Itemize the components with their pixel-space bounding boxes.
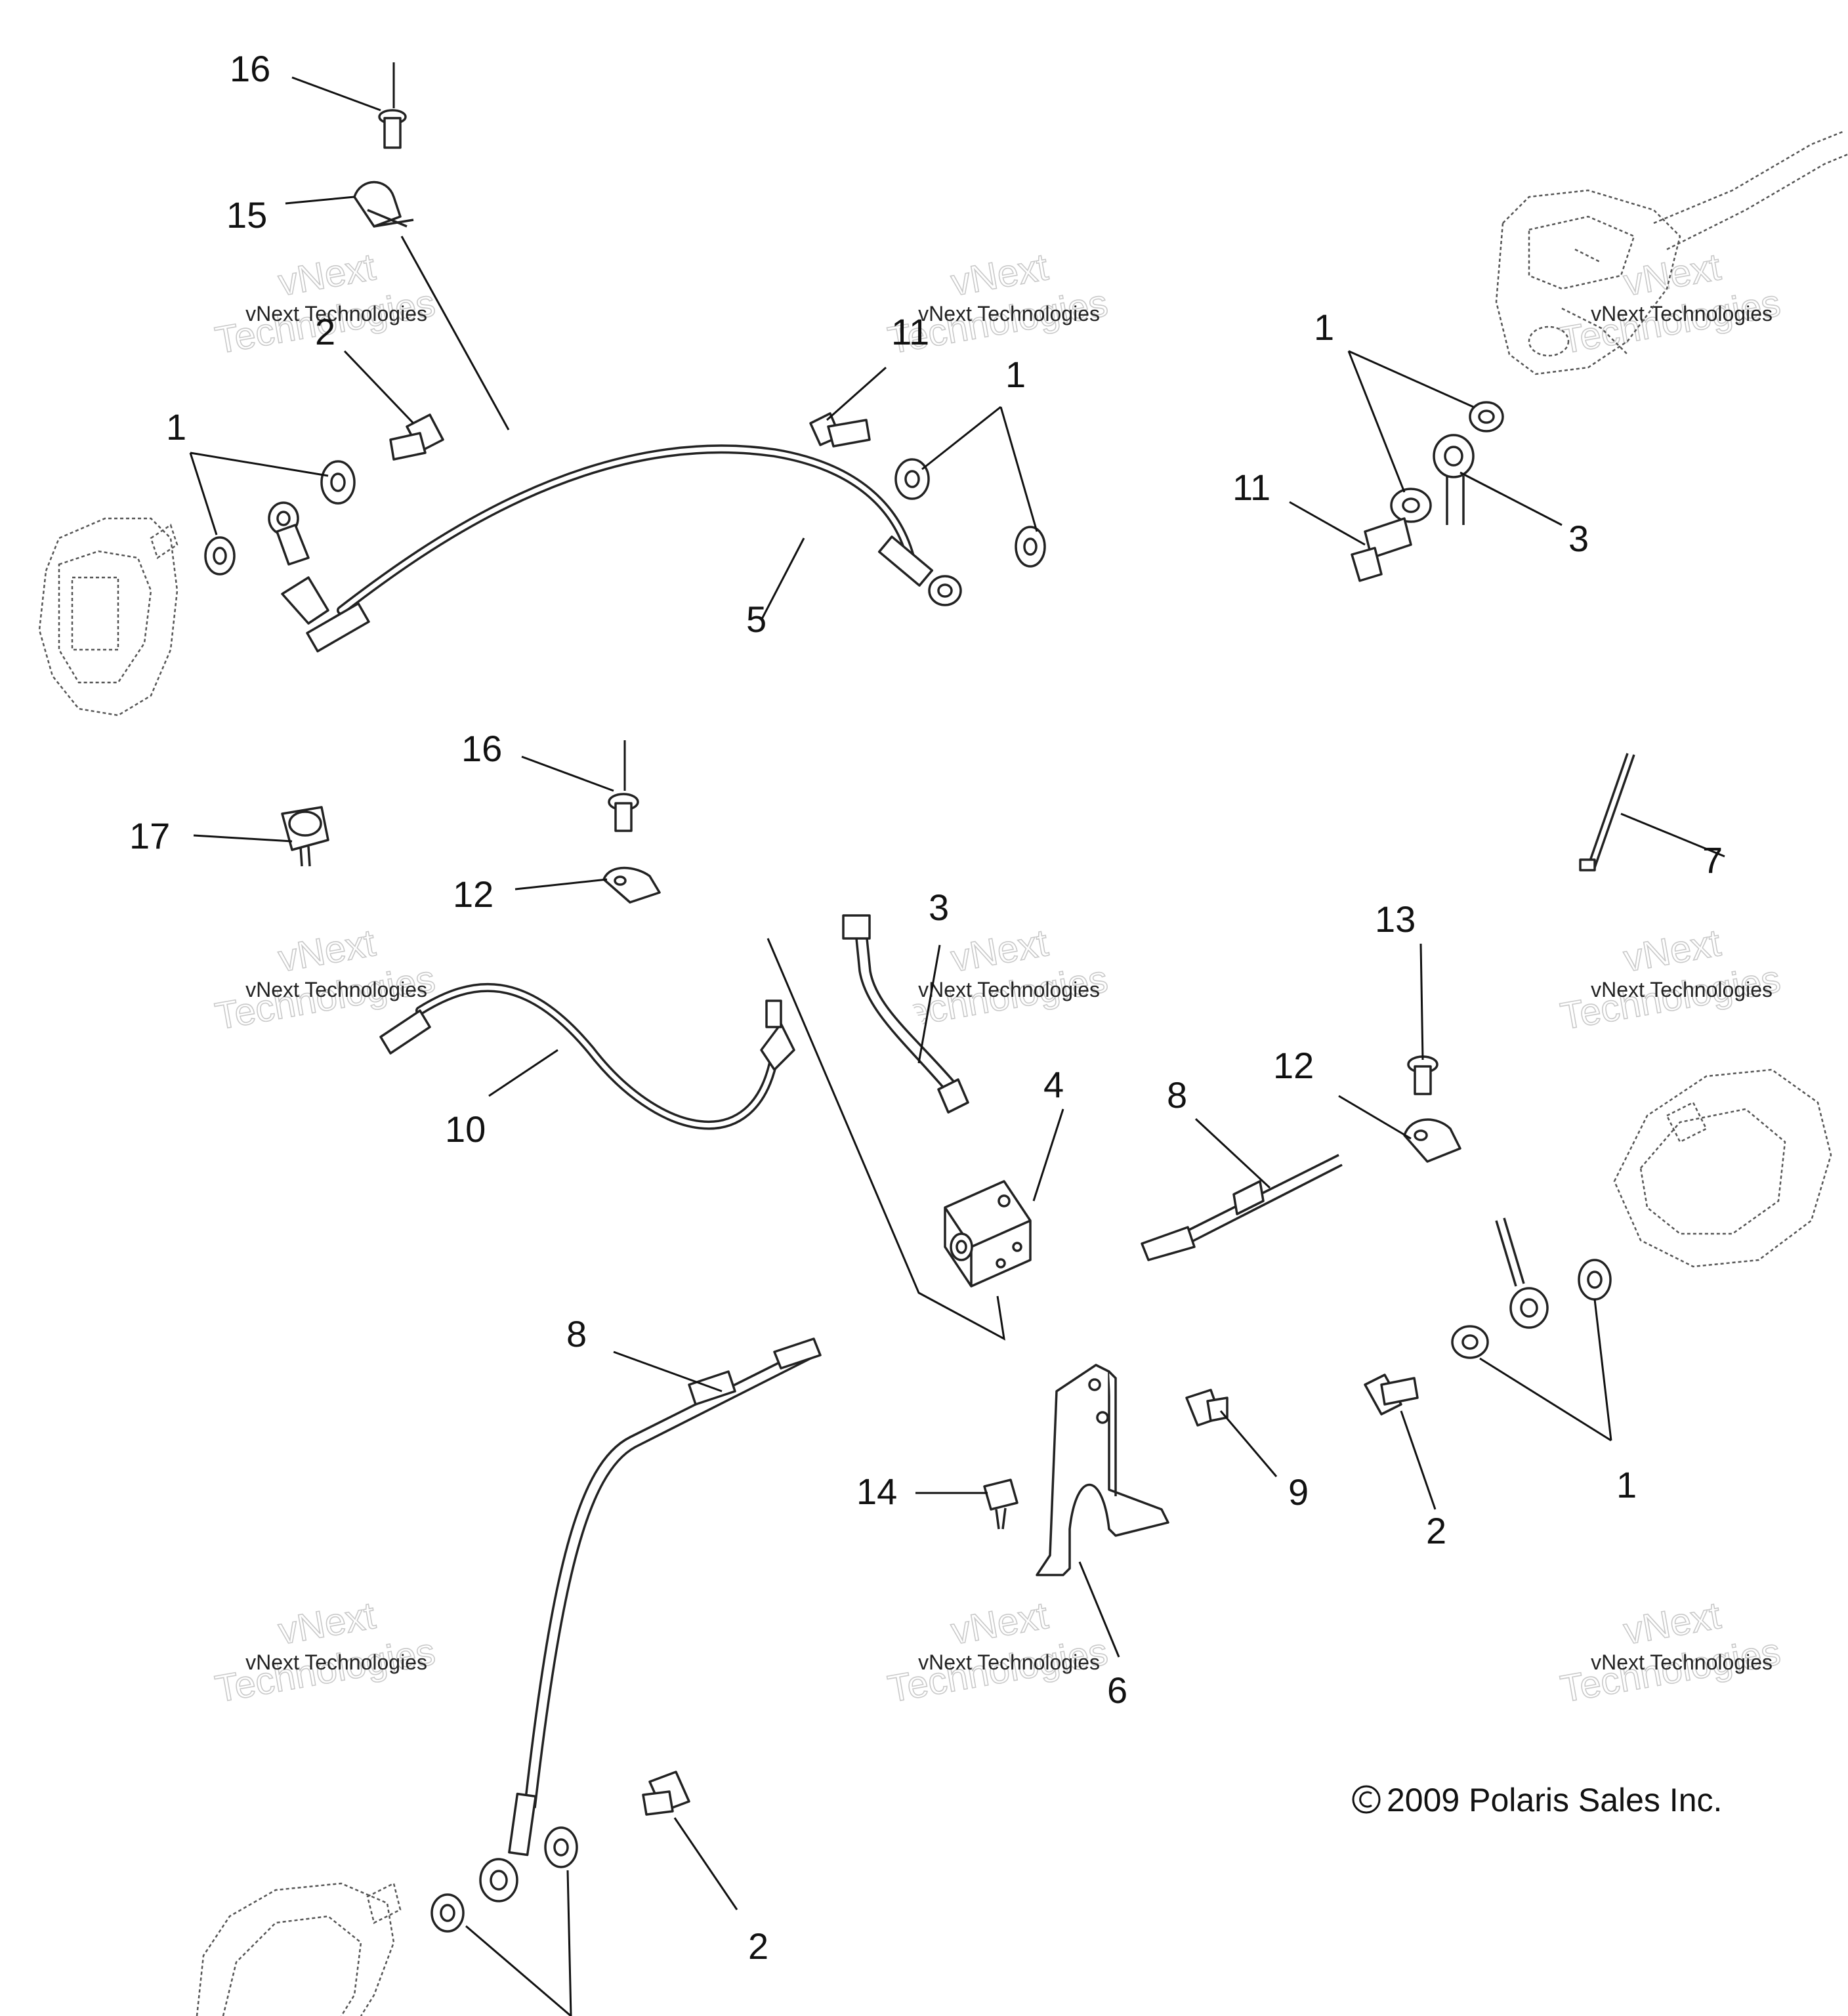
assembly-bracket-line bbox=[766, 938, 1005, 1341]
callout-11-top-right: 11 bbox=[1232, 467, 1270, 508]
cable-tie-7 bbox=[1579, 753, 1635, 872]
watermark-small: vNext Technologies bbox=[245, 978, 427, 1001]
clip-17 bbox=[281, 806, 329, 867]
watermark-small: vNext Technologies bbox=[245, 302, 427, 326]
brake-hose-10 bbox=[379, 982, 795, 1130]
copyright-text: 2009 Polaris Sales Inc. bbox=[1387, 1782, 1722, 1818]
callout-12-right: 12 bbox=[1273, 1045, 1314, 1086]
callout-10: 10 bbox=[445, 1108, 486, 1150]
master-cylinder bbox=[1495, 130, 1848, 375]
bolt-2-lower bbox=[642, 1771, 690, 1816]
callout-16-mid: 16 bbox=[461, 728, 502, 769]
callout-1-top-left: 1 bbox=[166, 406, 186, 448]
banjo-fitting-right bbox=[1495, 1217, 1549, 1329]
washer-group-right bbox=[1451, 1259, 1612, 1359]
callout-numbers: 16 15 2 1 11 1 5 1 11 3 16 17 12 3 7 13 … bbox=[129, 48, 1723, 1967]
callout-8-mid: 8 bbox=[1167, 1074, 1187, 1116]
callout-1-right: 1 bbox=[1616, 1464, 1637, 1505]
leader-lines bbox=[189, 62, 1725, 2016]
washer-group-lower bbox=[430, 1826, 578, 1933]
callout-3-mid: 3 bbox=[929, 887, 949, 928]
watermark-small: vNext Technologies bbox=[1591, 1650, 1773, 1674]
callout-2-lower: 2 bbox=[748, 1925, 768, 1967]
right-front-caliper bbox=[1613, 1068, 1832, 1268]
callout-3-top-right: 3 bbox=[1568, 518, 1589, 559]
copyright-symbol bbox=[1352, 1785, 1381, 1814]
bracket-6 bbox=[1036, 1364, 1169, 1576]
brake-line-8-mid bbox=[1141, 1154, 1343, 1261]
bolt-2-top-left bbox=[389, 413, 444, 461]
callout-5: 5 bbox=[746, 598, 766, 640]
screw-13 bbox=[1407, 1055, 1438, 1095]
hose-clamp-15 bbox=[353, 180, 414, 228]
callout-6: 6 bbox=[1107, 1670, 1127, 1711]
banjo-fitting-top-right bbox=[1433, 434, 1475, 525]
screw-9 bbox=[1185, 1389, 1228, 1427]
banjo-bolt-11-right bbox=[1351, 517, 1412, 582]
callout-11-top-mid: 11 bbox=[891, 311, 929, 352]
callout-13: 13 bbox=[1375, 898, 1416, 940]
callout-16-top: 16 bbox=[230, 48, 270, 89]
washer-group-top-right bbox=[1390, 401, 1504, 523]
banjo-bolt-11-mid bbox=[809, 412, 871, 448]
callout-15: 15 bbox=[226, 194, 267, 236]
brake-hose-5 bbox=[268, 444, 962, 653]
washer-group-top-left bbox=[204, 460, 356, 576]
junction-block-4 bbox=[944, 1180, 1032, 1288]
callout-8-lower: 8 bbox=[566, 1313, 587, 1354]
screw-14 bbox=[983, 1479, 1018, 1530]
screw-16-top bbox=[378, 109, 407, 149]
callout-14: 14 bbox=[856, 1471, 897, 1512]
callout-12-mid: 12 bbox=[453, 873, 494, 915]
hose-clamp-12-right bbox=[1403, 1118, 1461, 1163]
banjo-fitting-lower bbox=[479, 1858, 518, 1902]
brake-line-8-lower bbox=[508, 1337, 822, 1857]
left-front-caliper bbox=[38, 517, 178, 717]
callout-1-top-mid: 1 bbox=[1005, 354, 1026, 395]
screw-16-mid bbox=[608, 793, 639, 832]
callout-1-top-right: 1 bbox=[1314, 306, 1334, 348]
watermark-small: vNext Technologies bbox=[1591, 978, 1773, 1001]
watermark-small: vNext Technologies bbox=[918, 1650, 1100, 1674]
callout-7: 7 bbox=[1702, 839, 1723, 881]
bolt-2-mid-right bbox=[1364, 1374, 1419, 1416]
callout-2-mid-right: 2 bbox=[1426, 1510, 1446, 1551]
watermark-small: vNext Technologies bbox=[1591, 302, 1773, 326]
callout-17: 17 bbox=[129, 815, 170, 856]
watermark-small: vNext Technologies bbox=[918, 302, 1100, 326]
watermark-small: vNext Technologies bbox=[918, 978, 1100, 1001]
callout-2-top-left: 2 bbox=[315, 311, 335, 352]
copyright-symbol-c bbox=[1359, 1791, 1372, 1808]
copyright-notice: 2009 Polaris Sales Inc. bbox=[1352, 1782, 1722, 1818]
rear-caliper bbox=[196, 1882, 402, 2016]
washer-group-top-mid bbox=[894, 458, 1046, 568]
watermark-small: vNext Technologies bbox=[245, 1650, 427, 1674]
callout-9: 9 bbox=[1288, 1471, 1309, 1513]
callout-4: 4 bbox=[1043, 1064, 1064, 1105]
hose-clamp-12-mid bbox=[602, 866, 661, 904]
brake-line-3-mid bbox=[842, 914, 969, 1114]
